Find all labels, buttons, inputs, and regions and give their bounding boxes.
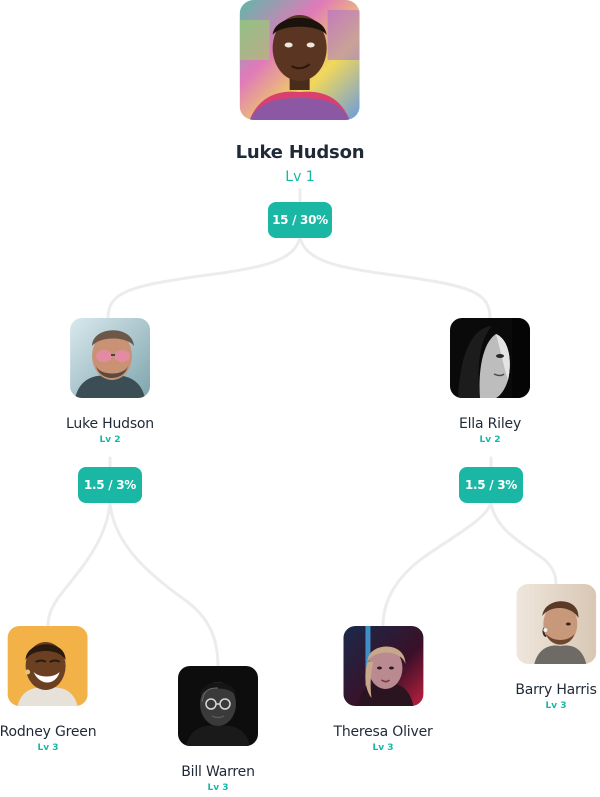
member-name: Luke Hudson [235, 142, 365, 163]
member-name: Barry Harris [515, 682, 597, 698]
member-level: Lv 3 [37, 743, 59, 753]
child-node-left[interactable]: Luke Hudson Lv 2 [66, 318, 154, 445]
person-photo-icon [69, 318, 150, 398]
person-photo-icon [8, 626, 88, 706]
avatar-bill-warren[interactable] [178, 666, 258, 746]
member-name: Rodney Green [0, 724, 97, 740]
member-level: Lv 1 [285, 169, 315, 185]
avatar-ella-riley[interactable] [450, 318, 530, 398]
member-level: Lv 3 [545, 701, 567, 711]
child-node-right[interactable]: Ella Riley Lv 2 [450, 318, 530, 445]
commission-badge: 15 / 30% [268, 202, 332, 238]
member-name: Ella Riley [458, 416, 522, 432]
grandchild-node-theresa-oliver[interactable]: Theresa Oliver Lv 3 [333, 626, 433, 753]
member-level: Lv 3 [207, 783, 229, 793]
connector-right-theresa [381, 501, 493, 628]
grandchild-node-barry-harris[interactable]: Barry Harris Lv 3 [515, 584, 597, 711]
member-name: Bill Warren [181, 764, 255, 780]
connector-root-left [106, 235, 302, 320]
connector-right-barry [489, 501, 558, 586]
connector-root-right [298, 235, 492, 320]
commission-badge: 1.5 / 3% [459, 467, 523, 503]
avatar-barry-harris[interactable] [516, 584, 596, 664]
avatar-luke-hudson-lv2[interactable] [69, 318, 150, 398]
grandchild-node-rodney-green[interactable]: Rodney Green Lv 3 [0, 626, 97, 753]
person-photo-icon [240, 0, 360, 120]
person-photo-icon [516, 584, 596, 664]
member-name: Theresa Oliver [333, 724, 433, 740]
member-name: Luke Hudson [66, 416, 154, 432]
commission-badge: 1.5 / 3% [78, 467, 142, 503]
connector-left-bill [108, 501, 220, 668]
person-photo-icon [450, 318, 530, 398]
member-level: Lv 3 [372, 743, 394, 753]
grandchild-node-bill-warren[interactable]: Bill Warren Lv 3 [178, 666, 258, 793]
root-node[interactable]: Luke Hudson Lv 1 [236, 0, 365, 185]
person-photo-icon [178, 666, 258, 746]
member-level: Lv 2 [99, 435, 121, 445]
person-photo-icon [342, 626, 423, 706]
member-level: Lv 2 [479, 435, 501, 445]
connector-left-rodney [46, 501, 112, 628]
avatar-theresa-oliver[interactable] [342, 626, 423, 706]
avatar-rodney-green[interactable] [8, 626, 88, 706]
avatar-root[interactable] [240, 0, 360, 120]
